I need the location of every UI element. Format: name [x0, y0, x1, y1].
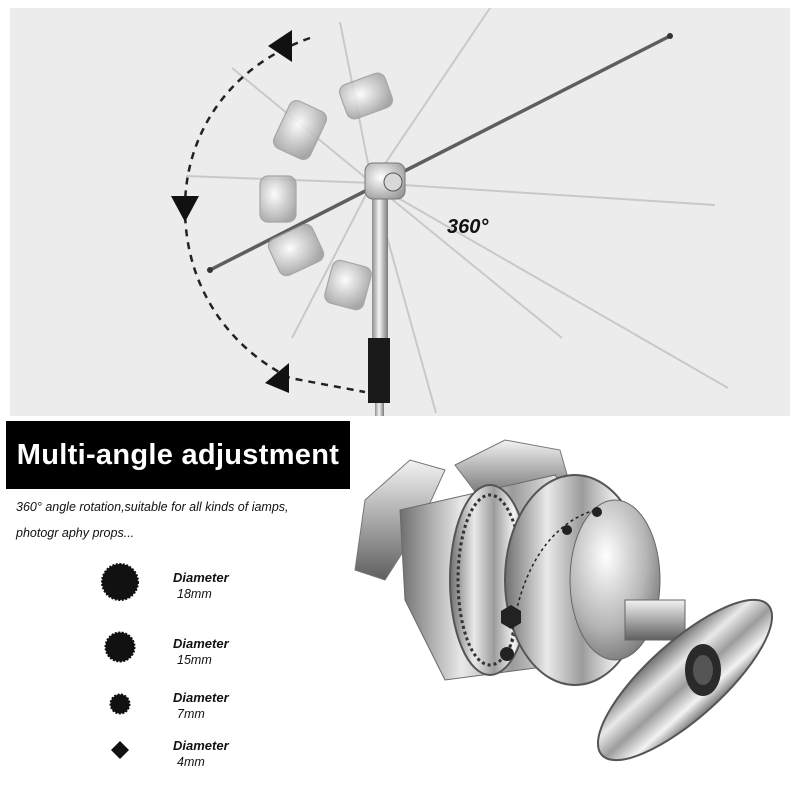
gear-hole-7mm-icon: [109, 693, 131, 715]
diameter-label: Diameter: [173, 738, 229, 753]
diameter-value: 7mm: [177, 707, 205, 721]
t-handle: [596, 598, 774, 762]
rotation-illustration: [171, 8, 729, 416]
t-handle-hole-inner: [693, 655, 713, 685]
ghost-grip-heads: [259, 72, 394, 311]
diameter-label: Diameter: [173, 570, 229, 585]
pivot-knob: [383, 172, 403, 192]
description-line: photogr aphy props...: [16, 526, 135, 540]
diameter-item: Diameter 7mm: [95, 684, 295, 744]
diameter-label: Diameter: [173, 636, 229, 651]
arrow-right-icon: [265, 363, 289, 393]
description: 360° angle rotation,suitable for all kin…: [16, 494, 361, 546]
shaft: [624, 599, 686, 641]
diameter-value: 18mm: [177, 587, 212, 601]
arrow-down-icon: [171, 196, 199, 222]
diameter-item: Diameter 4mm: [95, 735, 295, 795]
diameter-item: Diameter 18mm: [95, 560, 295, 620]
stand-pole-upper: [372, 198, 388, 348]
diamond-hole-4mm-icon: [111, 741, 129, 759]
hole-dot: [562, 525, 572, 535]
diameter-value: 15mm: [177, 653, 212, 667]
main-rod: [209, 34, 671, 272]
rod-tip: [667, 33, 673, 39]
stand-pole-lower: [375, 403, 384, 416]
grip-head-product-image: [354, 439, 774, 762]
hole-dot: [500, 647, 514, 661]
rotation-illustration-panel: 360°: [10, 8, 790, 416]
gear-hole-18mm-icon: [101, 563, 139, 601]
gear-hole-15mm-icon: [104, 631, 136, 663]
description-line: 360° angle rotation,suitable for all kin…: [16, 500, 289, 514]
stand-grip: [368, 338, 390, 403]
diameter-label: Diameter: [173, 690, 229, 705]
hex-hole-icon: [501, 605, 521, 629]
hole-dot: [592, 507, 602, 517]
hole-guide-line: [509, 509, 596, 656]
diameter-item: Diameter 15mm: [95, 626, 295, 686]
section-title-banner: Multi-angle adjustment: [6, 421, 350, 489]
rod-tip: [207, 267, 213, 273]
diameter-value: 4mm: [177, 755, 205, 769]
angle-label: 360°: [447, 216, 489, 238]
arrow-left-icon: [268, 30, 292, 62]
